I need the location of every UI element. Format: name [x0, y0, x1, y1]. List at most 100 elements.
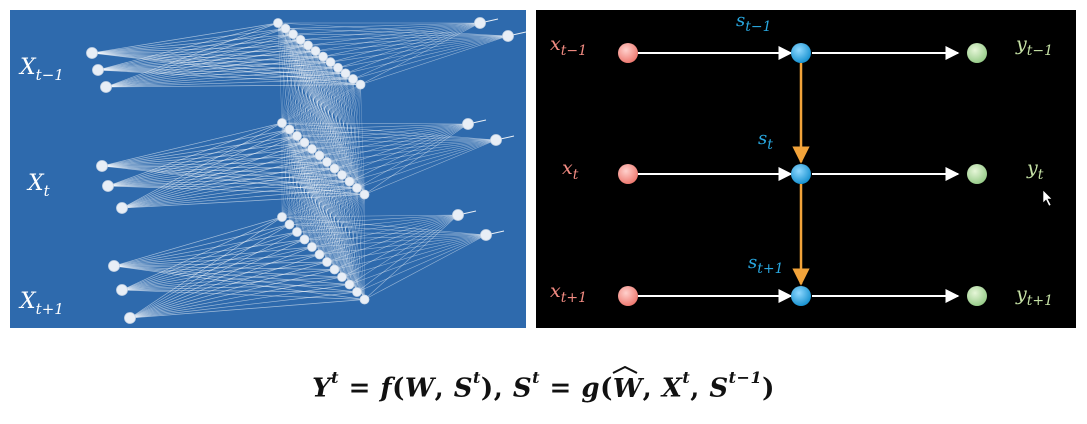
network-neuron	[277, 212, 287, 222]
formula-S-lhs: S	[512, 373, 533, 404]
network-connection	[289, 174, 343, 225]
network-connection	[296, 135, 497, 141]
network-connection	[289, 168, 335, 225]
network-connection	[281, 194, 365, 218]
output-node-t-minus-1	[967, 43, 987, 63]
stacked-network-graphic: Xt−1 Xt Xt+1	[18, 17, 527, 324]
network-connection	[113, 261, 328, 267]
state-label-t-plus-1-sub: t+1	[757, 261, 783, 277]
network-connection	[296, 148, 313, 233]
network-connection	[296, 181, 350, 233]
label-x-t-minus-1: Xt−1	[18, 55, 64, 84]
network-neuron	[288, 29, 298, 40]
network-connection	[322, 56, 335, 169]
network-connection	[281, 122, 328, 263]
output-label-t-minus-1-sub: t−1	[1027, 43, 1053, 59]
formula-S-lhs-superscript: t	[532, 368, 540, 387]
network-connection	[296, 73, 346, 137]
network-connection	[349, 194, 365, 285]
label-x-t-minus-1-sub: t−1	[36, 66, 64, 84]
network-connection	[326, 62, 331, 163]
network-neuron	[307, 242, 317, 252]
network-neuron	[277, 118, 287, 128]
network-connection	[319, 73, 346, 156]
network-neuron	[314, 249, 325, 260]
network-connection	[296, 135, 335, 270]
network-connection	[326, 84, 361, 163]
rnn-diagram-panel: xt−1 xt xt+1 st−1 st st+1 yt−1 yt yt+1	[536, 10, 1076, 328]
network-connection	[121, 168, 335, 209]
network-connection	[364, 214, 459, 300]
network-neuron	[359, 189, 370, 200]
network-neuron	[299, 137, 310, 148]
network-connection	[277, 22, 283, 124]
output-label-t-plus-1-sub: t+1	[1027, 293, 1053, 309]
network-connection	[300, 39, 328, 163]
network-neuron	[344, 279, 355, 290]
network-connection	[337, 67, 365, 195]
network-connection	[326, 161, 343, 278]
network-connection	[97, 69, 354, 80]
network-connection	[289, 129, 305, 240]
state-label-t-plus-1: st+1	[748, 252, 784, 277]
network-connection	[304, 194, 365, 240]
network-connection	[121, 246, 313, 291]
network-neuron	[355, 79, 366, 90]
network-connection	[307, 45, 328, 163]
formula-equals-2: =	[539, 373, 582, 404]
formula-g: g	[581, 373, 601, 404]
network-connection	[97, 69, 346, 74]
network-connection	[345, 73, 358, 189]
network-connection	[97, 56, 324, 71]
output-label-t-sub: t	[1038, 167, 1044, 183]
network-connection	[337, 35, 509, 69]
network-connection	[97, 39, 301, 71]
network-connection	[326, 161, 350, 285]
network-neuron	[329, 163, 340, 174]
network-connection	[300, 39, 343, 176]
network-neuron	[329, 264, 340, 275]
network-connection	[300, 39, 305, 143]
network-connection	[337, 67, 350, 182]
network-connection	[334, 168, 350, 285]
network-connection	[277, 22, 320, 156]
network-connection	[304, 142, 313, 248]
network-connection	[296, 214, 459, 233]
network-connection	[296, 135, 320, 255]
network-connection	[334, 168, 365, 300]
network-connection	[285, 28, 328, 163]
network-connection	[304, 67, 339, 143]
network-connection	[326, 194, 365, 263]
network-neuron	[314, 150, 325, 161]
input-label-t-sub: t	[573, 167, 579, 183]
network-connection	[307, 45, 365, 195]
network-connection	[296, 168, 335, 233]
network-connection	[121, 135, 298, 209]
network-connection	[315, 50, 335, 169]
network-connection	[326, 78, 354, 163]
network-connection	[330, 62, 365, 195]
network-connection	[101, 122, 283, 167]
network-connection	[281, 174, 343, 218]
network-connection	[289, 129, 497, 141]
network-connection	[281, 28, 286, 124]
state-node-t-plus-1	[791, 286, 811, 306]
network-connection	[326, 187, 358, 263]
network-connection	[107, 122, 283, 187]
output-label-t: yt	[1026, 157, 1044, 183]
network-connection	[304, 142, 328, 263]
network-connection	[356, 139, 497, 189]
network-connection	[107, 155, 320, 187]
network-connection	[121, 216, 283, 291]
network-connection	[97, 61, 331, 71]
network-connection	[300, 39, 365, 195]
network-connection	[319, 155, 343, 278]
network-connection	[101, 165, 358, 189]
network-connection	[311, 155, 320, 248]
network-connection	[281, 129, 290, 218]
network-connection	[289, 129, 313, 248]
network-connection	[319, 174, 343, 255]
network-connection	[315, 35, 509, 52]
network-neuron	[337, 170, 347, 180]
formula-Y: Y	[312, 373, 332, 404]
